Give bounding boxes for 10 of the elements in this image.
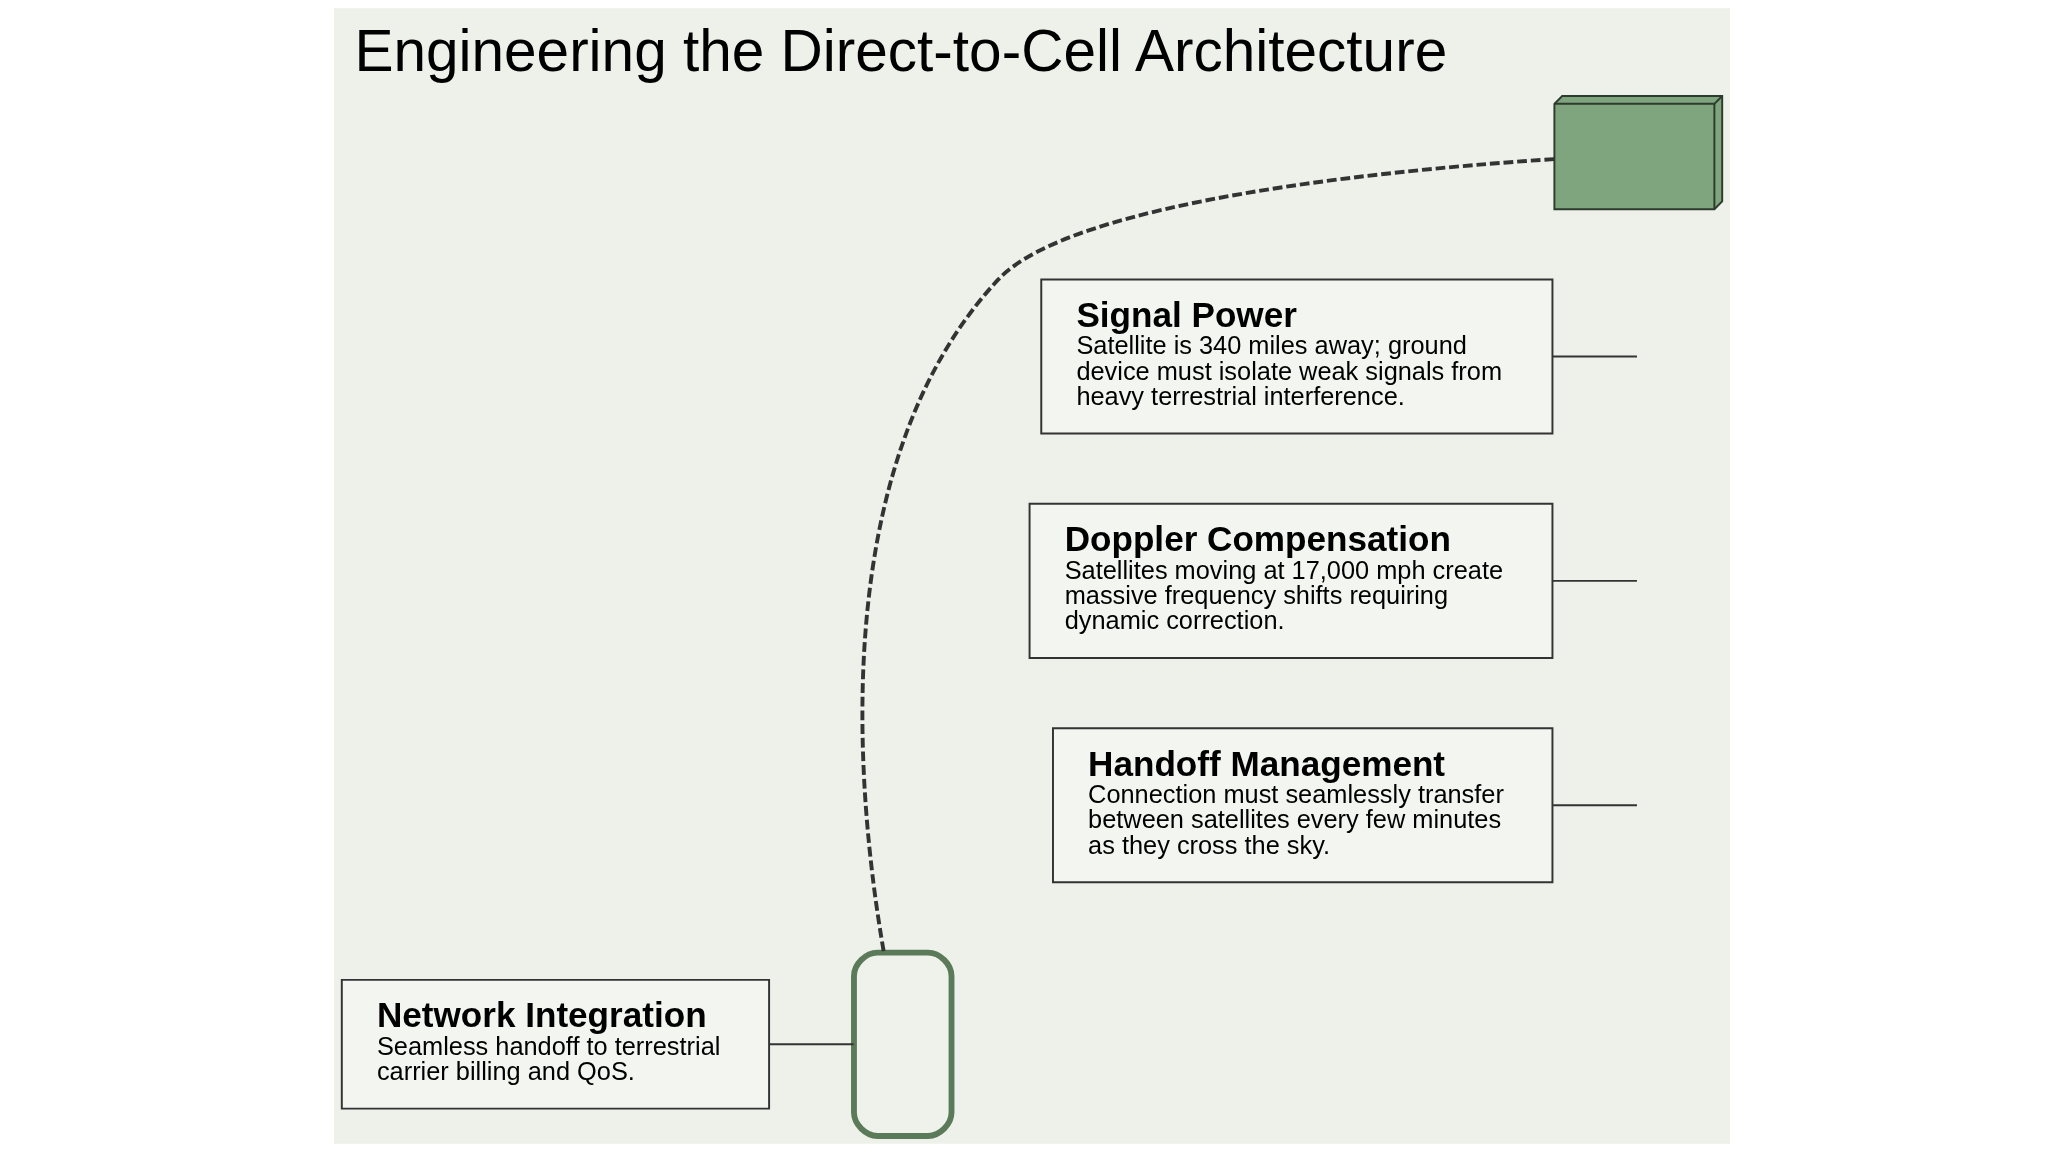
node-box: Network Integration Seamless handoff to terrestrial carrier billing and QoS. [340,978,771,1110]
node-box: Doppler Compensation Satellites moving at 17,000 mph create massive frequency shifts requiring dynamic correction. [1028,502,1554,659]
node-box: Signal Power Satellite is 340 miles away; ground device must isolate weak signals from heavy terrestrial interference. [1040,278,1554,435]
node-box: Handoff Management Connection must seamlessly transfer between satellites every few minutes as they cross the sky. [1052,727,1554,884]
node-phone [851,949,955,1139]
connector [1552,804,1638,807]
connector [1551,355,1638,358]
diagram-title: Engineering the Direct-to-Cell Architecture [354,17,1448,83]
connector [768,1043,855,1046]
connector [1551,579,1638,582]
